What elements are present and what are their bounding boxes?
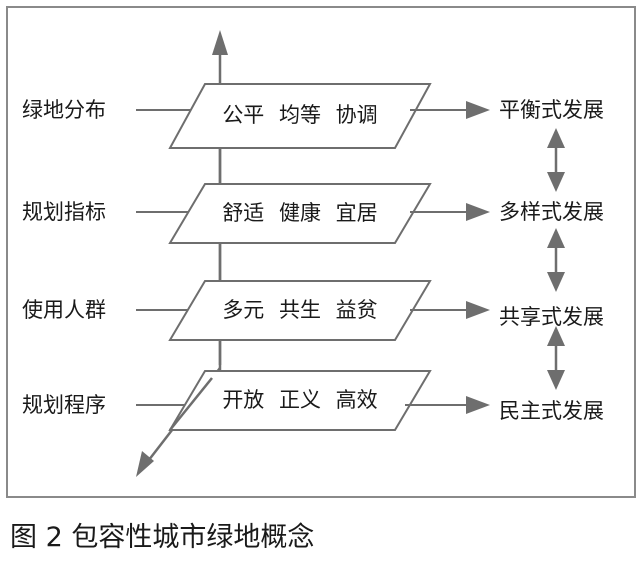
plane-label-2: 舒适 健康 宜居 <box>222 201 378 225</box>
plane-2 <box>168 183 432 244</box>
plane-4 <box>168 370 432 431</box>
right-label-balanced-development: 平衡式发展 <box>499 98 604 122</box>
double-arrow-2-top <box>547 228 565 248</box>
right-arrowhead-1 <box>466 101 490 119</box>
right-arrowhead-2 <box>466 203 490 221</box>
double-arrow-1-top <box>547 128 565 148</box>
figure-caption: 图 2 包容性城市绿地概念 <box>10 522 315 553</box>
double-arrow-1-bottom <box>547 172 565 192</box>
right-label-democratic-development: 民主式发展 <box>499 399 604 423</box>
diagonal-axis-arrowhead <box>136 451 154 477</box>
left-label-user-groups: 使用人群 <box>22 298 106 322</box>
diagram-frame <box>6 6 636 498</box>
plane-label-4: 开放 正义 高效 <box>222 388 378 412</box>
right-label-shared-development: 共享式发展 <box>499 305 604 329</box>
left-label-planning-indicators: 规划指标 <box>22 200 106 224</box>
left-label-green-space-distribution: 绿地分布 <box>22 98 106 122</box>
plane-label-1: 公平 均等 协调 <box>222 103 378 127</box>
double-arrow-2-bottom <box>547 272 565 292</box>
left-label-planning-procedure: 规划程序 <box>22 393 106 417</box>
right-arrowhead-3 <box>466 301 490 319</box>
diagonal-through-plane-4 <box>169 377 213 431</box>
right-label-diverse-development: 多样式发展 <box>499 200 604 224</box>
plane-1 <box>168 83 432 149</box>
double-arrow-3-bottom <box>547 370 565 390</box>
vertical-axis-arrowhead <box>212 30 228 55</box>
plane-3 <box>168 280 432 341</box>
double-arrow-3-top <box>547 326 565 346</box>
plane-label-3: 多元 共生 益贫 <box>222 298 378 322</box>
right-arrowhead-4 <box>466 396 490 414</box>
